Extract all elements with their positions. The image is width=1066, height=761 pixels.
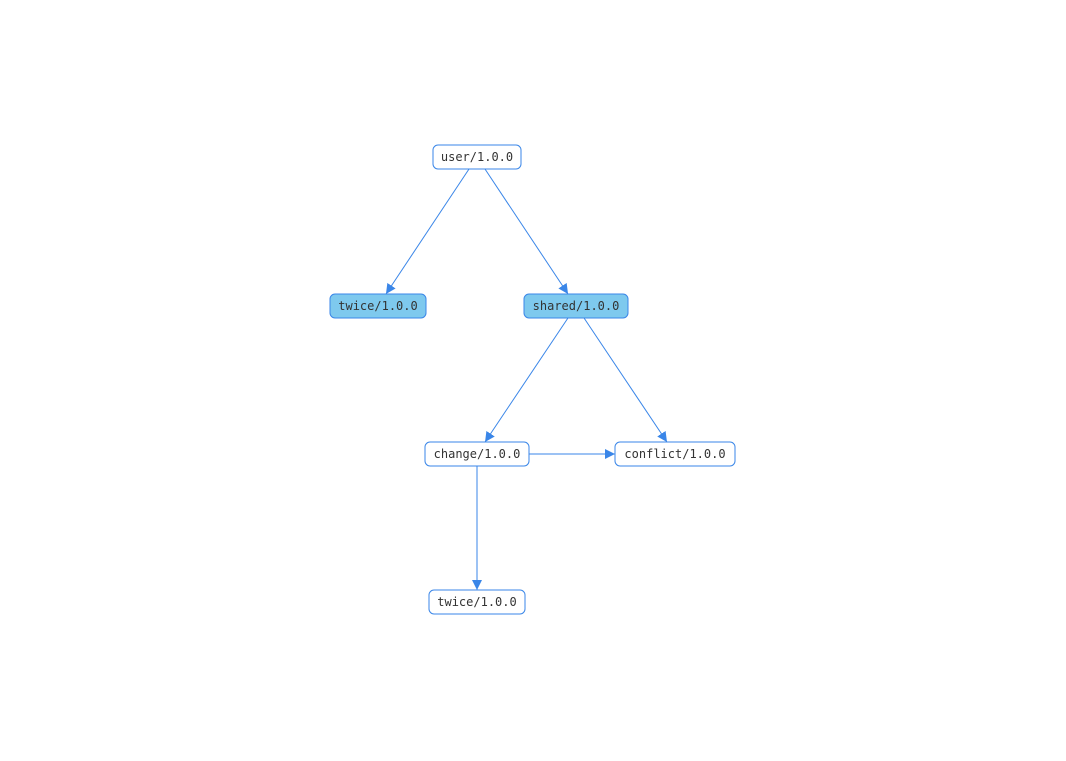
node-box[interactable]	[428, 589, 526, 615]
node-layer: user/1.0.0 twice/1.0.0 shared/1.0.0 change/…	[329, 144, 736, 615]
node-user[interactable]: user/1.0.0	[432, 144, 522, 170]
node-box[interactable]	[329, 293, 427, 319]
node-twice_top[interactable]: twice/1.0.0	[329, 293, 427, 319]
node-box[interactable]	[614, 441, 736, 467]
edge-layer	[385, 168, 668, 590]
node-box[interactable]	[432, 144, 522, 170]
node-conflict[interactable]: conflict/1.0.0	[614, 441, 736, 467]
edge-shared-to-change	[484, 317, 569, 443]
node-change[interactable]: change/1.0.0	[424, 441, 530, 467]
edge-user-to-shared	[484, 168, 569, 295]
node-shared[interactable]: shared/1.0.0	[523, 293, 629, 319]
node-box[interactable]	[523, 293, 629, 319]
edge-user-to-twice_top	[385, 168, 470, 295]
edge-shared-to-conflict	[583, 317, 668, 443]
node-box[interactable]	[424, 441, 530, 467]
node-twice_bottom[interactable]: twice/1.0.0	[428, 589, 526, 615]
